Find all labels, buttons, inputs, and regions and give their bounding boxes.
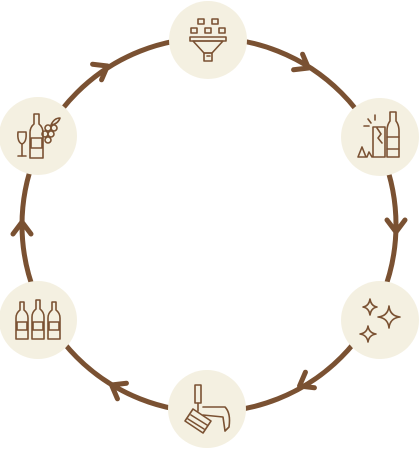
arrow-new-bottles-to-consumption	[10, 219, 34, 237]
cycle-ring	[19, 35, 399, 415]
node-cleaning-circle	[341, 281, 419, 359]
node-consumption	[0, 97, 77, 175]
three-bottles-icon	[15, 299, 61, 340]
node-sorting	[169, 1, 247, 79]
node-consumption-circle	[0, 97, 77, 175]
sparkles-icon	[359, 298, 401, 343]
arrow-melting-to-new-bottles	[109, 380, 129, 402]
arrow-consumption-to-sorting	[90, 61, 110, 83]
node-new-bottles	[0, 281, 77, 359]
arrow-cleaning-to-melting	[297, 369, 317, 391]
node-crushing	[341, 98, 419, 176]
node-melting	[168, 370, 246, 448]
arrow-crushing-to-cleaning	[384, 217, 408, 235]
node-melting-circle	[168, 370, 246, 448]
broken-glass-bottle-icon	[357, 111, 400, 158]
cycle-arrows	[10, 51, 408, 402]
node-cleaning	[341, 281, 419, 359]
node-crushing-circle	[341, 98, 419, 176]
pouring-crucible-icon	[184, 384, 231, 434]
wine-bottle-glass-grapes-icon	[17, 113, 61, 159]
arrow-sorting-to-crushing	[291, 51, 311, 73]
node-new-bottles-circle	[0, 281, 77, 359]
node-sorting-circle	[169, 1, 247, 79]
funnel-sorting-icon	[189, 18, 227, 62]
